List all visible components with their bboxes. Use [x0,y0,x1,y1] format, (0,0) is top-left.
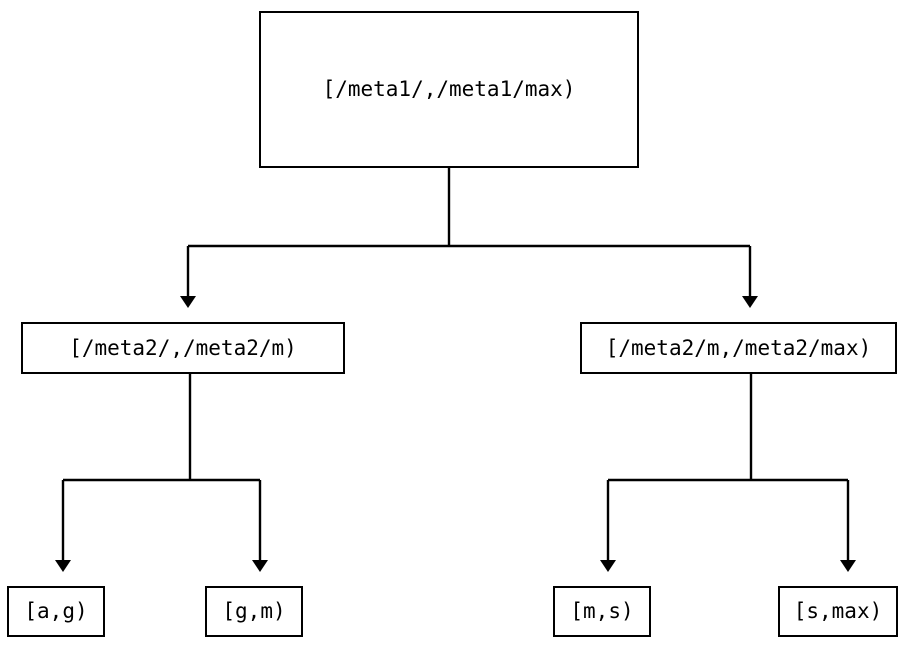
tree-node-leaf-smax-label: [s,max) [793,599,883,623]
tree-node-leaf-ms[interactable]: [m,s) [553,586,651,637]
tree-node-leaf-ms-label: [m,s) [570,599,634,623]
tree-node-leaf-smax[interactable]: [s,max) [778,586,898,637]
tree-node-leaf-gm-label: [g,m) [222,599,286,623]
tree-node-leaf-gm[interactable]: [g,m) [205,586,303,637]
arrowhead-to-meta2-high [742,296,758,308]
edge-root-to-children [180,168,758,308]
edge-meta2-high-to-children [600,374,856,572]
tree-node-root[interactable]: [/meta1/,/meta1/max) [259,11,639,168]
arrowhead-to-leaf-ms [600,560,616,572]
tree-node-meta2-low[interactable]: [/meta2/,/meta2/m) [21,322,345,374]
arrowhead-to-meta2-low [180,296,196,308]
arrowhead-to-leaf-smax [840,560,856,572]
tree-node-leaf-ag-label: [a,g) [24,599,88,623]
tree-node-root-label: [/meta1/,/meta1/max) [322,77,576,101]
tree-node-meta2-high[interactable]: [/meta2/m,/meta2/max) [580,322,897,374]
arrowhead-to-leaf-gm [252,560,268,572]
arrowhead-to-leaf-ag [55,560,71,572]
tree-node-leaf-ag[interactable]: [a,g) [7,586,105,637]
edge-meta2-low-to-children [55,374,268,572]
tree-node-meta2-low-label: [/meta2/,/meta2/m) [69,335,297,360]
tree-node-meta2-high-label: [/meta2/m,/meta2/max) [605,335,872,360]
